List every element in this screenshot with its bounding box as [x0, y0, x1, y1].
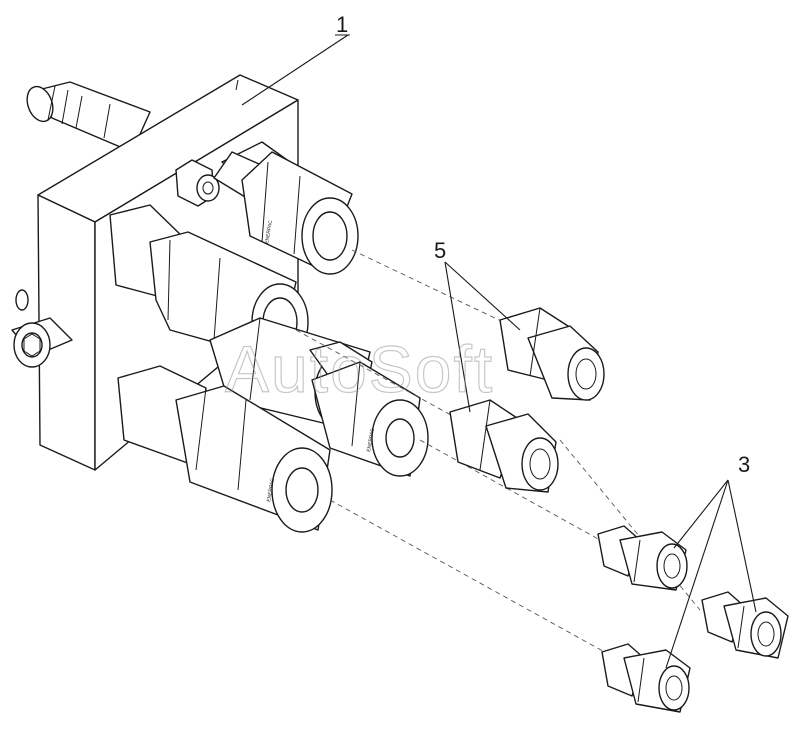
fitting-3b [701, 591, 789, 659]
callout-1: 1 [336, 12, 348, 37]
adapter-5a [499, 307, 605, 401]
leader-lines [241, 34, 757, 669]
adapter-5b [449, 399, 559, 493]
upper-connector: ENERPAC [213, 141, 359, 275]
side-socket-screw [11, 289, 73, 368]
lower-connector: ENERPAC [117, 365, 333, 533]
hose-barb-fitting [26, 81, 151, 153]
fitting-3a [597, 525, 688, 591]
callout-3: 3 [738, 452, 750, 477]
small-hex-nut [175, 159, 220, 207]
svg-text:ENERPAC: ENERPAC [264, 219, 274, 244]
callout-5: 5 [434, 238, 446, 263]
svg-text:ENERPAC: ENERPAC [366, 427, 376, 452]
svg-text:ENERPAC: ENERPAC [266, 477, 276, 502]
fitting-3c [601, 643, 691, 713]
watermark: AutoSoft [225, 332, 494, 406]
right-connector: ENERPAC [311, 361, 429, 477]
